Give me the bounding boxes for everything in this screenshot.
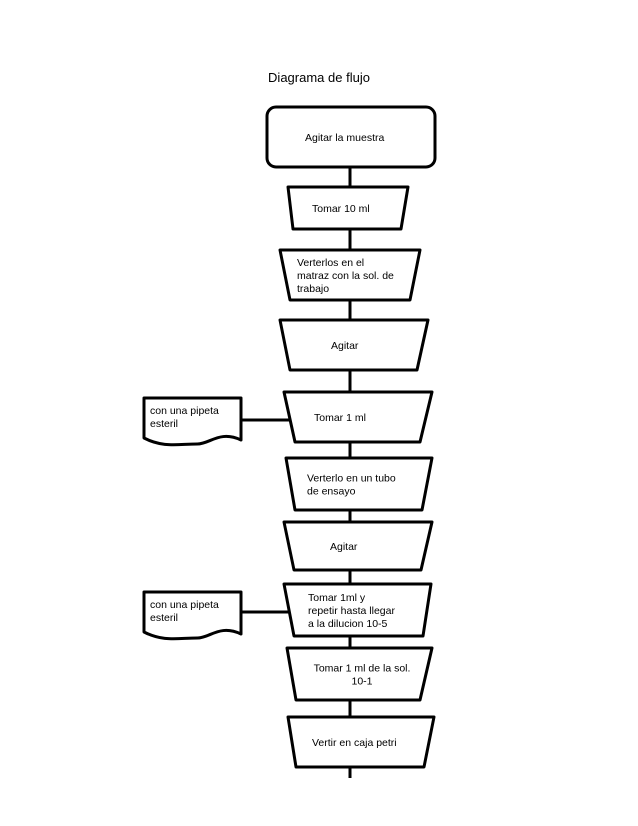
note-box xyxy=(142,396,243,447)
step-box xyxy=(265,105,437,169)
start-step: Agitar la muestra xyxy=(265,105,437,169)
step-box xyxy=(285,646,434,702)
process-step: Agitar xyxy=(282,520,434,572)
step-box xyxy=(282,390,434,444)
note-label: con una pipeta xyxy=(150,599,219,611)
step-box xyxy=(284,456,434,512)
note-label: con una pipeta xyxy=(150,405,219,417)
step-box xyxy=(282,520,434,572)
step-label: 10-1 xyxy=(351,676,372,688)
process-step: Vertir en caja petri xyxy=(286,715,436,769)
step-label: Tomar 10 ml xyxy=(312,203,370,215)
step-label: Tomar 1 ml de la sol. xyxy=(314,663,411,675)
step-label: matraz con la sol. de xyxy=(297,270,394,282)
page-title: Diagrama de flujo xyxy=(268,70,370,85)
step-box xyxy=(286,715,436,769)
note-box xyxy=(142,590,243,641)
step-label: trabajo xyxy=(297,283,329,295)
step-label: Vertir en caja petri xyxy=(312,737,397,749)
step-label: Agitar la muestra xyxy=(305,132,385,144)
process-step: Tomar 10 ml xyxy=(286,185,410,231)
step-box xyxy=(282,582,433,638)
process-step: Tomar 1 ml xyxy=(282,390,434,444)
step-box xyxy=(286,185,410,231)
step-label: de ensayo xyxy=(307,486,356,498)
note-label: esteril xyxy=(150,418,178,430)
step-box xyxy=(278,248,422,302)
step-label: Tomar 1 ml xyxy=(314,412,366,424)
step-label: Verterlos en el xyxy=(297,257,364,269)
process-step: Tomar 1 ml de la sol.10-1 xyxy=(285,646,434,702)
process-step: Agitar xyxy=(278,318,430,372)
note-label: esteril xyxy=(150,612,178,624)
step-label: Agitar xyxy=(330,541,358,553)
step-label: a la dilucion 10-5 xyxy=(308,618,388,630)
step-label: Verterlo en un tubo xyxy=(307,473,396,485)
step-box xyxy=(278,318,430,372)
step-label: Tomar 1ml y xyxy=(308,592,366,604)
step-label: Agitar xyxy=(331,340,359,352)
step-label: repetir hasta llegar xyxy=(308,605,395,617)
